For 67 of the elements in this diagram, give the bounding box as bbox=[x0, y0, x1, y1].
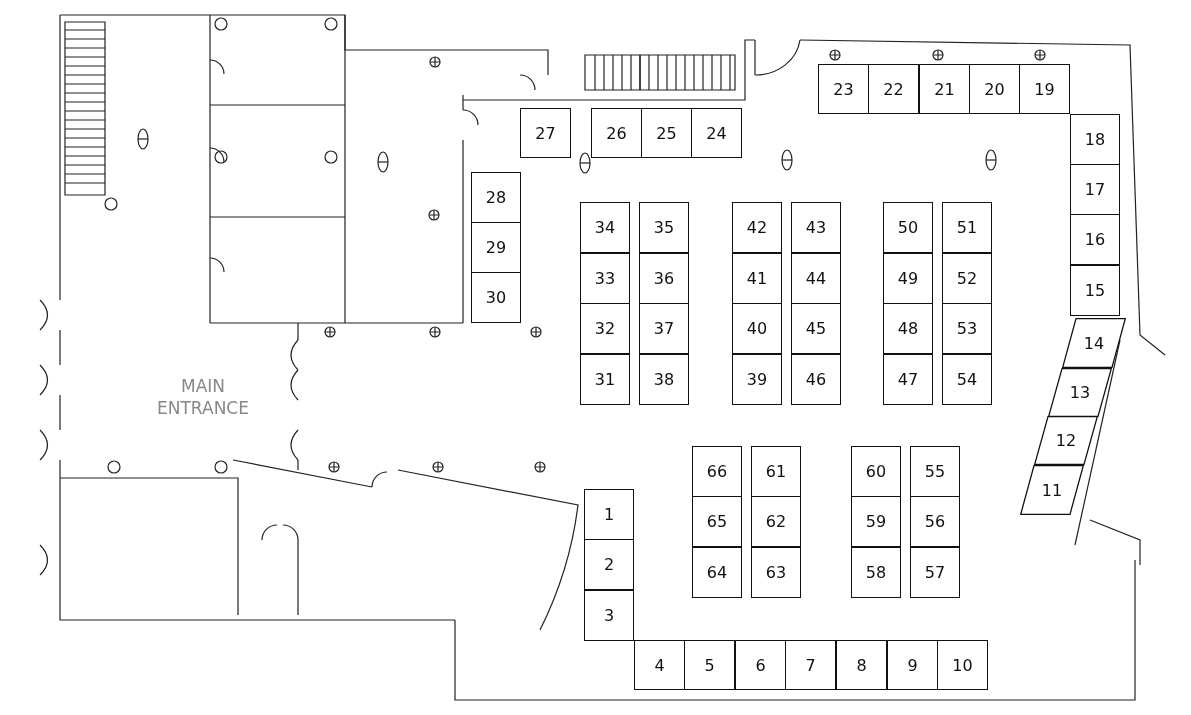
booth-box: 18 bbox=[1070, 114, 1120, 165]
booth-box: 12 bbox=[1034, 416, 1098, 465]
booth-box: 56 bbox=[910, 496, 960, 547]
booth-box: 14 bbox=[1062, 318, 1126, 368]
booth-box: 19 bbox=[1019, 64, 1070, 114]
booth-box: 2 bbox=[584, 539, 634, 590]
booth-box: 15 bbox=[1070, 265, 1120, 316]
booth-box: 62 bbox=[751, 496, 801, 547]
booth-box: 17 bbox=[1070, 164, 1120, 215]
booth-box: 16 bbox=[1070, 214, 1120, 265]
booth-box: 7 bbox=[785, 640, 836, 690]
booth-box: 49 bbox=[883, 253, 933, 304]
booth-box: 23 bbox=[818, 64, 869, 114]
booth-box: 34 bbox=[580, 202, 630, 253]
booth-box: 22 bbox=[868, 64, 919, 114]
booth-box: 10 bbox=[937, 640, 988, 690]
booth-box: 45 bbox=[791, 303, 841, 354]
booth-box: 39 bbox=[732, 354, 782, 405]
booth-box: 33 bbox=[580, 253, 630, 304]
booth-box: 65 bbox=[692, 496, 742, 547]
booth-box: 41 bbox=[732, 253, 782, 304]
booth-box: 3 bbox=[584, 590, 634, 641]
booth-box: 8 bbox=[836, 640, 887, 690]
booth-box: 35 bbox=[639, 202, 689, 253]
booth-box: 46 bbox=[791, 354, 841, 405]
area-label: MAIN ENTRANCE bbox=[156, 375, 250, 419]
booth-box: 47 bbox=[883, 354, 933, 405]
booth-box: 37 bbox=[639, 303, 689, 354]
booth-box: 64 bbox=[692, 547, 742, 598]
booth-box: 58 bbox=[851, 547, 901, 598]
booth-box: 48 bbox=[883, 303, 933, 354]
booth-box: 36 bbox=[639, 253, 689, 304]
booth-box: 32 bbox=[580, 303, 630, 354]
booth-box: 29 bbox=[471, 222, 521, 273]
booth-box: 38 bbox=[639, 354, 689, 405]
booth-box: 42 bbox=[732, 202, 782, 253]
booth-box: 55 bbox=[910, 446, 960, 497]
booth-box: 13 bbox=[1048, 368, 1112, 417]
booth-box: 43 bbox=[791, 202, 841, 253]
booth-box: 9 bbox=[887, 640, 938, 690]
booth-box: 63 bbox=[751, 547, 801, 598]
booth-box: 21 bbox=[919, 64, 970, 114]
booth-box: 50 bbox=[883, 202, 933, 253]
booth-box: 20 bbox=[969, 64, 1020, 114]
booth-box: 6 bbox=[735, 640, 786, 690]
booth-box: 44 bbox=[791, 253, 841, 304]
booth-box: 54 bbox=[942, 354, 992, 405]
booth-box: 5 bbox=[684, 640, 735, 690]
booth-box: 30 bbox=[471, 272, 521, 323]
booth-box: 66 bbox=[692, 446, 742, 497]
booth-box: 4 bbox=[634, 640, 685, 690]
booth-box: 11 bbox=[1020, 465, 1084, 515]
booth-box: 52 bbox=[942, 253, 992, 304]
booth-box: 25 bbox=[641, 108, 692, 158]
booth-box: 24 bbox=[691, 108, 742, 158]
booth-box: 1 bbox=[584, 489, 634, 540]
booth-box: 61 bbox=[751, 446, 801, 497]
booth-box: 57 bbox=[910, 547, 960, 598]
booth-box: 26 bbox=[591, 108, 642, 158]
booth-box: 51 bbox=[942, 202, 992, 253]
booth-box: 59 bbox=[851, 496, 901, 547]
booth-box: 28 bbox=[471, 172, 521, 223]
booth-box: 40 bbox=[732, 303, 782, 354]
booth-box: 53 bbox=[942, 303, 992, 354]
booth-box: 31 bbox=[580, 354, 630, 405]
booth-box: 27 bbox=[520, 108, 571, 158]
booth-box: 60 bbox=[851, 446, 901, 497]
